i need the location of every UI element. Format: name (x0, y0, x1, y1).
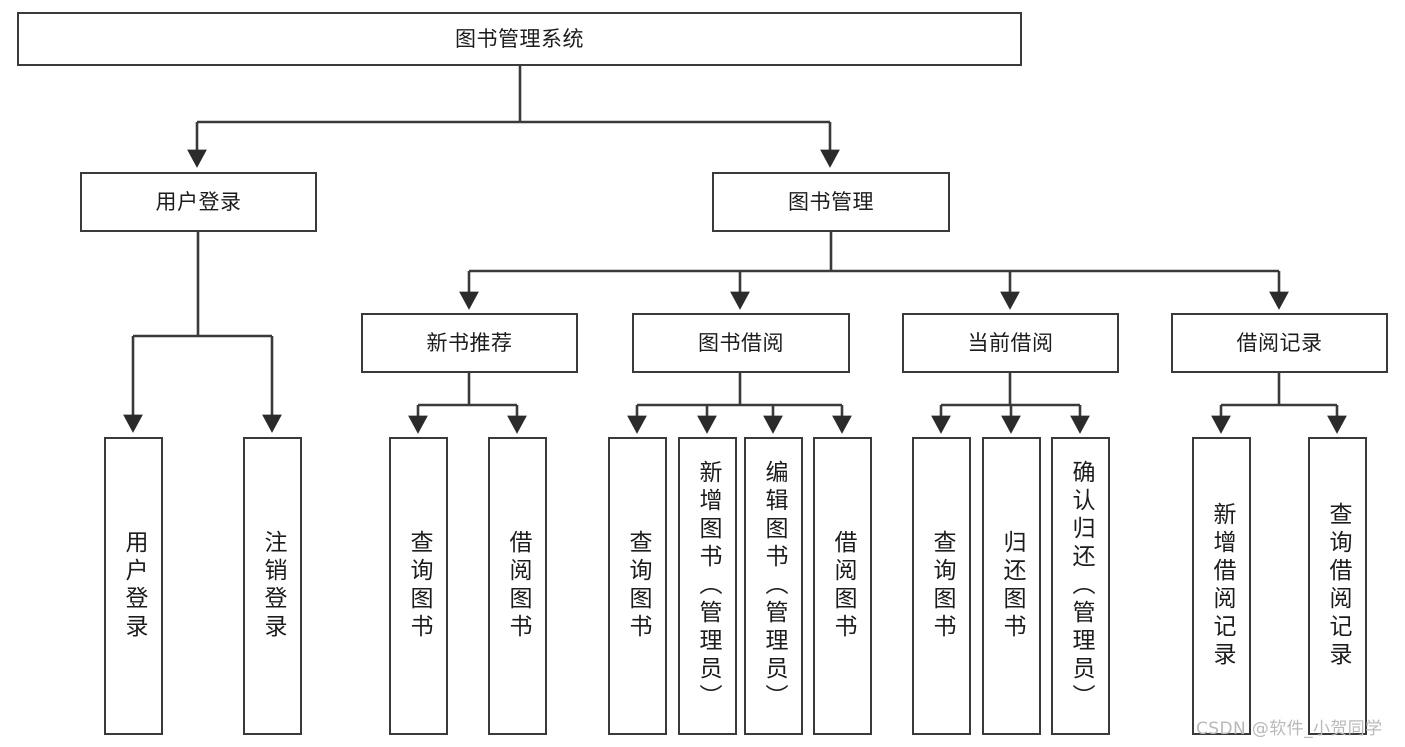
csdn-watermark: CSDN @软件_小贺同学 (1196, 719, 1383, 739)
leaf-user-logout[interactable]: 注销登录 (243, 437, 302, 735)
node-label: 查询图书 (625, 530, 651, 642)
leaf-query-borrow-record[interactable]: 查询借阅记录 (1308, 437, 1367, 735)
node-user-login[interactable]: 用户登录 (80, 172, 317, 232)
leaf-query-book-current[interactable]: 查询图书 (912, 437, 971, 735)
leaf-add-book-admin[interactable]: 新增图书（管理员） (678, 437, 737, 735)
node-label: 图书管理 (788, 189, 874, 214)
node-label: 借阅图书 (505, 530, 531, 642)
node-label: 归还图书 (999, 530, 1025, 642)
node-label: 新书推荐 (426, 330, 513, 355)
node-label: 查询图书 (929, 530, 955, 642)
leaf-query-book[interactable]: 查询图书 (608, 437, 667, 735)
leaf-borrow-book[interactable]: 借阅图书 (813, 437, 872, 735)
node-new-book-recommend[interactable]: 新书推荐 (361, 313, 578, 373)
node-label: 图书管理系统 (455, 26, 584, 51)
node-label: 新增借阅记录 (1209, 502, 1235, 670)
node-book-management[interactable]: 图书管理 (712, 172, 950, 232)
node-label: 注销登录 (260, 530, 286, 642)
node-label: 当前借阅 (967, 330, 1054, 355)
node-label: 用户登录 (155, 189, 242, 214)
leaf-edit-book-admin[interactable]: 编辑图书（管理员） (744, 437, 803, 735)
node-label: 借阅图书 (830, 530, 856, 642)
node-label: 用户登录 (121, 530, 147, 642)
leaf-borrow-book-recommend[interactable]: 借阅图书 (488, 437, 547, 735)
node-label: 查询图书 (406, 530, 432, 642)
leaf-return-book[interactable]: 归还图书 (982, 437, 1041, 735)
node-label: 确认归还（管理员） (1068, 460, 1094, 712)
node-current-borrow[interactable]: 当前借阅 (902, 313, 1119, 373)
node-book-borrow[interactable]: 图书借阅 (632, 313, 850, 373)
node-borrow-record[interactable]: 借阅记录 (1171, 313, 1388, 373)
leaf-user-login[interactable]: 用户登录 (104, 437, 163, 735)
node-root-library-system[interactable]: 图书管理系统 (17, 12, 1022, 66)
leaf-add-borrow-record[interactable]: 新增借阅记录 (1192, 437, 1251, 735)
leaf-confirm-return-admin[interactable]: 确认归还（管理员） (1051, 437, 1110, 735)
node-label: 借阅记录 (1236, 330, 1323, 355)
node-label: 新增图书（管理员） (695, 460, 721, 712)
leaf-query-book-recommend[interactable]: 查询图书 (389, 437, 448, 735)
node-label: 查询借阅记录 (1325, 502, 1351, 670)
node-label: 编辑图书（管理员） (761, 460, 787, 712)
node-label: 图书借阅 (698, 330, 784, 355)
